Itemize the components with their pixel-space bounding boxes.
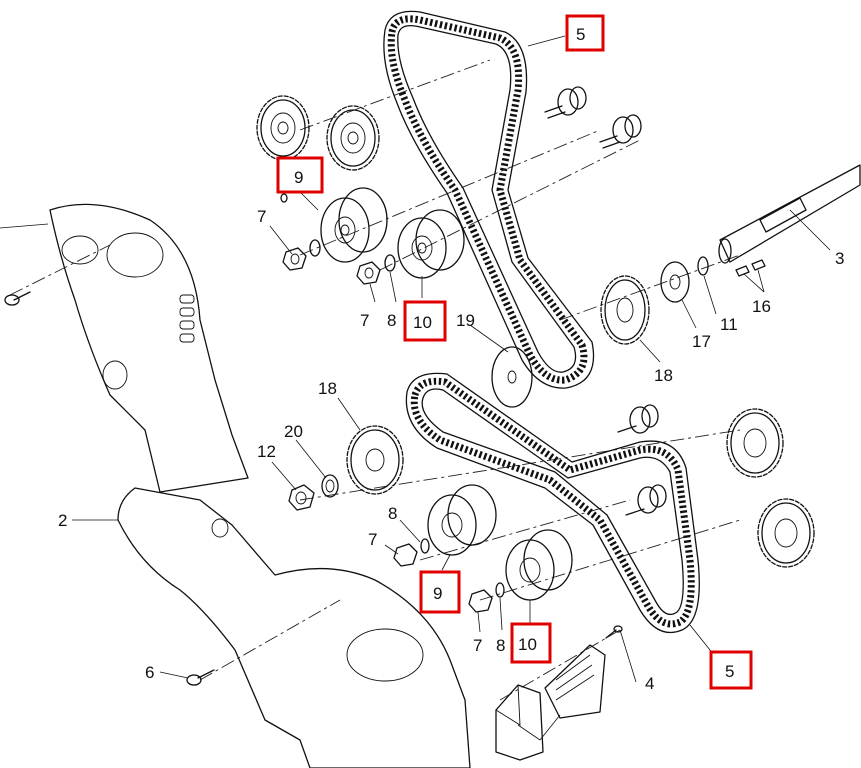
axis-lines: [9, 59, 741, 701]
highlight-box-5-bottom: [709, 650, 753, 690]
spacer-disc-19: [491, 346, 533, 408]
spring-washer-upper: [280, 193, 288, 203]
circlip-11: [697, 256, 709, 276]
washer-lower-left: [420, 538, 430, 554]
nut-12: [288, 484, 315, 511]
screw-4: [605, 625, 623, 639]
idler-roller-lower-10: [505, 529, 573, 601]
callout-18-a: 18: [654, 366, 673, 385]
callout-16: 16: [752, 297, 771, 316]
callout-7-c: 7: [368, 530, 377, 549]
stud-bolt-lower-1: [617, 404, 659, 434]
washer-lower-mid: [495, 582, 505, 598]
nut-lower-mid: [468, 589, 493, 613]
callout-8-a: 8: [387, 311, 396, 330]
nut-upper-left: [282, 247, 307, 271]
callout-5-top: 5: [576, 25, 585, 44]
cam-pulley-lower-lower: [757, 498, 815, 568]
callout-2: 2: [58, 511, 67, 530]
callout-9-bottom: 9: [433, 584, 442, 603]
bolt-cover-upper: [4, 291, 31, 306]
nut-upper-mid: [356, 261, 381, 285]
washer-upper-left: [309, 239, 321, 257]
callout-9-top: 9: [294, 168, 303, 187]
leader-lines: [0, 35, 831, 741]
highlight-box-9-top: [276, 156, 324, 194]
belt-cover-lower-2: [117, 487, 471, 768]
cam-pulley-upper-left: [256, 95, 310, 161]
callout-7-d: 7: [473, 636, 482, 655]
crank-pulley-18-upper: [600, 275, 650, 345]
highlight-box-10-top: [403, 300, 447, 342]
highlight-box-5-top: [565, 14, 605, 52]
callouts: 5 9 10 9 10 5 3 7 7 8 11 16 17 18 19 18 …: [58, 14, 844, 693]
callout-17: 17: [692, 332, 711, 351]
highlight-box-9-bottom: [419, 570, 461, 614]
callout-10-top: 10: [413, 313, 432, 332]
cam-pulley-upper-right: [326, 105, 380, 171]
callout-18-b: 18: [318, 379, 337, 398]
timing-belt-upper: [383, 10, 595, 389]
callout-8-b: 8: [388, 504, 397, 523]
callout-11: 11: [720, 315, 738, 334]
nut-lower-left: [393, 543, 418, 567]
bracket-4: [544, 644, 606, 719]
belt-cover-upper: [49, 203, 249, 493]
callout-8-c: 8: [496, 636, 505, 655]
stud-bolt-lower-2: [625, 484, 667, 516]
washer-upper-mid: [384, 254, 396, 272]
stud-bolt-upper-2: [599, 114, 642, 149]
callout-6: 6: [145, 663, 154, 682]
cam-pulley-lower-upper: [726, 408, 784, 478]
crankshaft-3: [718, 164, 861, 264]
callout-12: 12: [257, 442, 276, 461]
callout-3: 3: [835, 249, 844, 268]
callout-7-b: 7: [360, 311, 369, 330]
idler-roller-upper-10: [397, 209, 465, 279]
callout-20: 20: [284, 422, 303, 441]
crank-pulley-18-lower: [346, 425, 404, 495]
tensioner-roller-lower-9: [427, 484, 497, 556]
callout-5-bottom: 5: [725, 662, 734, 681]
timing-belt-lower: [405, 372, 700, 634]
tensioner-roller-upper-9: [320, 187, 388, 263]
callout-19: 19: [456, 311, 475, 330]
washer-20: [321, 474, 339, 498]
callout-7-a: 7: [257, 207, 266, 226]
highlight-box-10-bottom: [510, 622, 552, 664]
washer-17: [660, 261, 690, 303]
stud-bolt-upper-1: [544, 86, 587, 119]
bolt-6: [186, 669, 215, 686]
rubber-block: [495, 684, 544, 761]
callout-4: 4: [645, 674, 654, 693]
callout-10-bottom: 10: [518, 635, 537, 654]
key-16: [735, 259, 766, 277]
